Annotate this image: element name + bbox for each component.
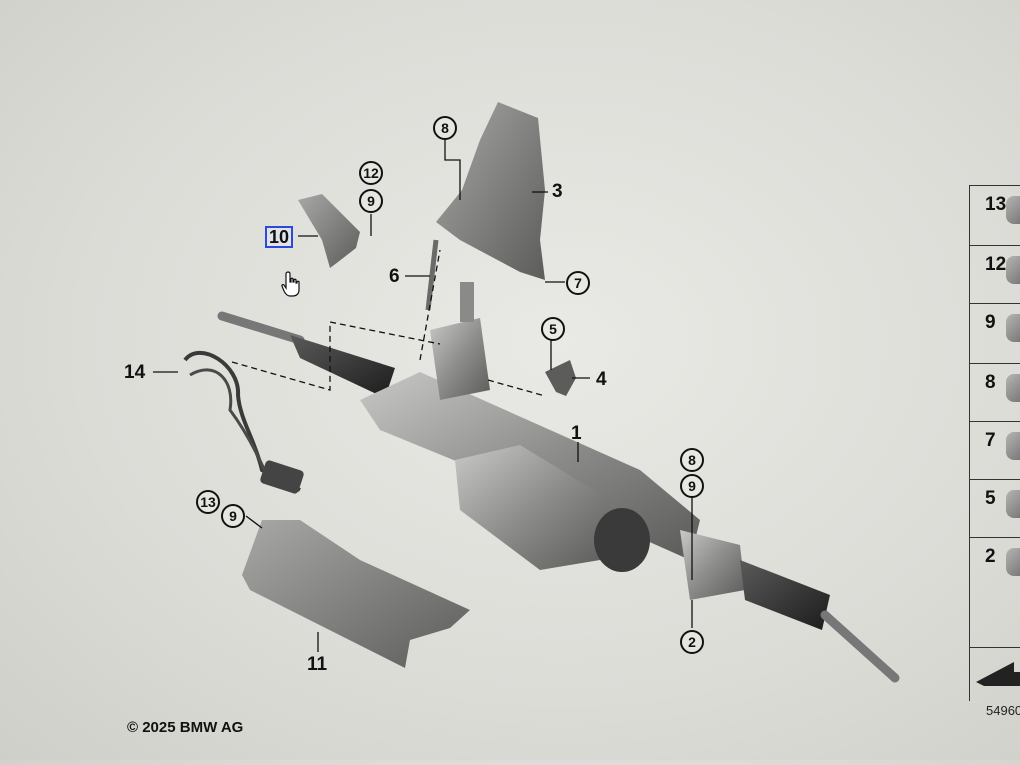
diagram-code: 54960 <box>986 703 1020 718</box>
valve-body <box>430 318 490 400</box>
side-row-number: 5 <box>985 488 996 509</box>
right-housing <box>680 530 745 600</box>
part-thumbnail <box>1006 432 1020 460</box>
parts-side-table: 13 12 9 8 7 5 2 <box>969 185 1020 701</box>
motor-cover <box>594 508 650 572</box>
callout-14: 14 <box>124 362 146 383</box>
callout-7: 7 <box>566 271 590 295</box>
copyright-text: © 2025 BMW AG <box>127 719 244 736</box>
callout-6: 6 <box>389 266 400 287</box>
tie-rod-left <box>217 311 305 345</box>
callout-11: 11 <box>307 654 328 675</box>
bracket-10 <box>298 194 360 268</box>
side-row-12[interactable]: 12 <box>970 246 1020 304</box>
side-row-8[interactable]: 8 <box>970 364 1020 422</box>
input-shaft <box>460 282 474 322</box>
boot-left <box>290 335 395 398</box>
callout-8-right: 8 <box>680 448 704 472</box>
callout-9-top: 9 <box>359 189 383 213</box>
side-row-number: 2 <box>985 546 996 567</box>
callout-4: 4 <box>596 369 607 390</box>
callout-3: 3 <box>552 181 563 202</box>
callout-9-right: 9 <box>680 474 704 498</box>
part-thumbnail <box>1006 196 1020 224</box>
side-row-13[interactable]: 13 <box>970 186 1020 246</box>
electric-motor <box>455 445 610 570</box>
side-row-2[interactable]: 2 <box>970 538 1020 648</box>
boot-right <box>740 560 830 630</box>
callout-13: 13 <box>196 490 220 514</box>
side-row-number: 7 <box>985 430 996 451</box>
callout-10-selected[interactable]: 10 <box>265 226 294 248</box>
side-row-number: 8 <box>985 372 996 393</box>
side-row-5[interactable]: 5 <box>970 480 1020 538</box>
arrow-icon <box>976 662 1020 686</box>
side-row-9[interactable]: 9 <box>970 304 1020 364</box>
tie-rod-right <box>820 610 900 683</box>
side-row-number: 13 <box>985 194 1007 215</box>
part-thumbnail <box>1006 314 1020 342</box>
callout-5: 5 <box>541 317 565 341</box>
stud-6 <box>425 239 439 311</box>
side-row-number: 9 <box>985 312 996 333</box>
heat-shield-3 <box>436 102 545 280</box>
part-thumbnail <box>1006 374 1020 402</box>
side-row-7[interactable]: 7 <box>970 422 1020 480</box>
side-row-number: 12 <box>985 254 1007 275</box>
part-thumbnail <box>1006 256 1020 284</box>
callout-2: 2 <box>680 630 704 654</box>
part-thumbnail <box>1006 548 1020 576</box>
shield-11 <box>242 520 470 668</box>
bracket-4 <box>545 360 576 396</box>
part-thumbnail <box>1006 490 1020 518</box>
callout-12: 12 <box>359 161 383 185</box>
callout-1: 1 <box>571 423 582 444</box>
hand-cursor-icon <box>281 271 300 297</box>
callout-8-top: 8 <box>433 116 457 140</box>
callout-9-bottom: 9 <box>221 504 245 528</box>
